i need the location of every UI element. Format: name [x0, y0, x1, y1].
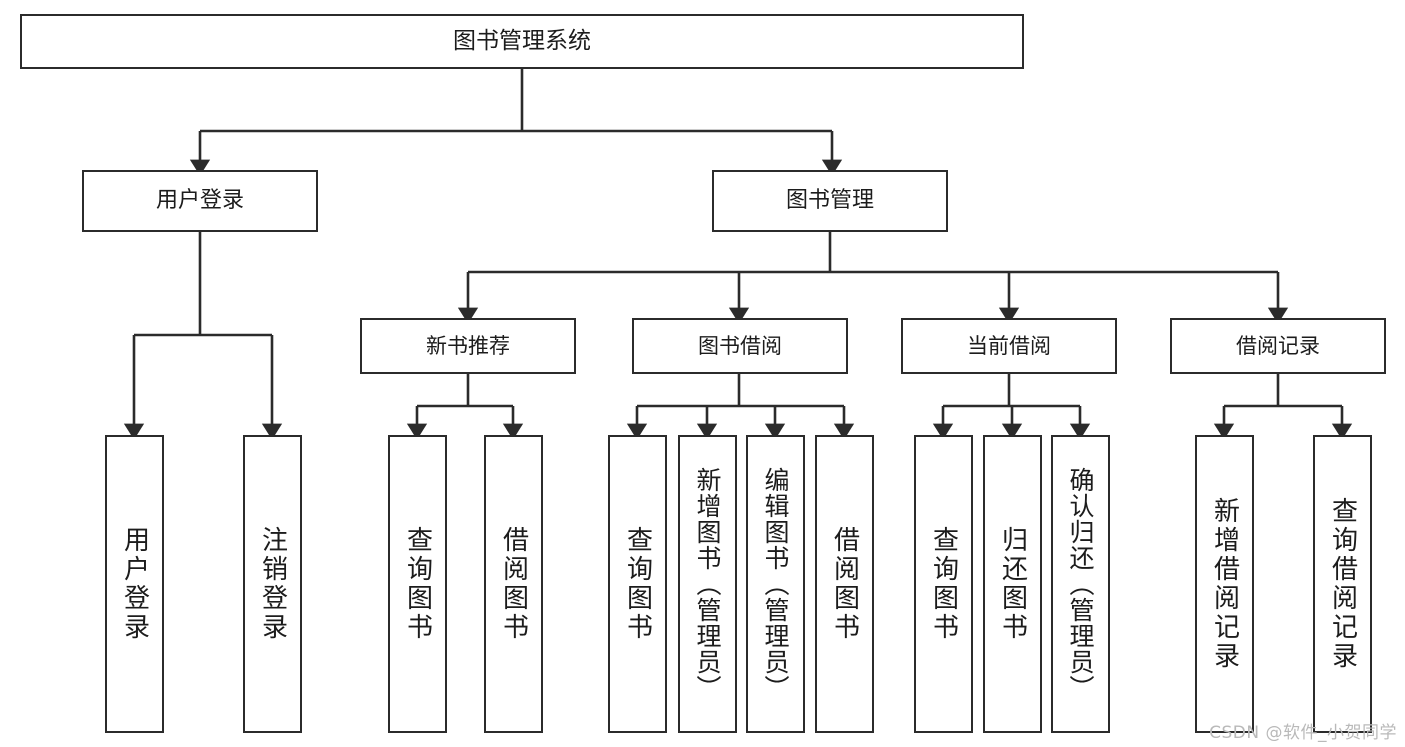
node-leaf-user-login[interactable]: 用户登录 — [105, 435, 164, 733]
node-user-login-label: 用户登录 — [155, 188, 244, 214]
node-root[interactable]: 图书管理系统 — [20, 14, 1024, 69]
node-leaf-query-book-1-label: 查询图书 — [402, 526, 433, 642]
node-leaf-query-book-1[interactable]: 查询图书 — [388, 435, 447, 733]
node-leaf-return-book[interactable]: 归还图书 — [983, 435, 1042, 733]
node-book-borrow[interactable]: 图书借阅 — [632, 318, 848, 374]
node-leaf-return-book-label: 归还图书 — [997, 526, 1028, 642]
node-leaf-add-record[interactable]: 新增借阅记录 — [1195, 435, 1254, 733]
node-borrow-record[interactable]: 借阅记录 — [1170, 318, 1386, 374]
node-leaf-query-book-3-label: 查询图书 — [928, 526, 959, 642]
node-leaf-add-book[interactable]: 新增图书（管理员） — [678, 435, 737, 733]
node-leaf-add-record-label: 新增借阅记录 — [1209, 497, 1240, 671]
node-book-management-label: 图书管理 — [785, 188, 874, 214]
node-leaf-query-book-2-label: 查询图书 — [622, 526, 653, 642]
node-leaf-logout[interactable]: 注销登录 — [243, 435, 302, 733]
node-leaf-confirm-return-label: 确认归还（管理员） — [1066, 467, 1095, 701]
node-current-borrow-label: 当前借阅 — [967, 333, 1051, 358]
node-leaf-edit-book-label: 编辑图书（管理员） — [761, 467, 790, 701]
node-leaf-add-book-label: 新增图书（管理员） — [693, 467, 722, 701]
node-root-label: 图书管理系统 — [453, 27, 591, 54]
node-current-borrow[interactable]: 当前借阅 — [901, 318, 1117, 374]
node-leaf-edit-book[interactable]: 编辑图书（管理员） — [746, 435, 805, 733]
node-new-book-recommend[interactable]: 新书推荐 — [360, 318, 576, 374]
node-new-book-recommend-label: 新书推荐 — [426, 333, 510, 358]
node-leaf-borrow-book-1-label: 借阅图书 — [498, 526, 529, 642]
node-leaf-query-book-2[interactable]: 查询图书 — [608, 435, 667, 733]
node-leaf-query-record[interactable]: 查询借阅记录 — [1313, 435, 1372, 733]
node-leaf-query-book-3[interactable]: 查询图书 — [914, 435, 973, 733]
node-leaf-borrow-book-2-label: 借阅图书 — [829, 526, 860, 642]
node-leaf-query-record-label: 查询借阅记录 — [1327, 497, 1358, 671]
node-leaf-confirm-return[interactable]: 确认归还（管理员） — [1051, 435, 1110, 733]
node-leaf-borrow-book-1[interactable]: 借阅图书 — [484, 435, 543, 733]
node-leaf-logout-label: 注销登录 — [257, 526, 288, 642]
csdn-watermark: CSDN @软件_小贺同学 — [1209, 723, 1397, 743]
node-user-login[interactable]: 用户登录 — [82, 170, 318, 232]
node-leaf-borrow-book-2[interactable]: 借阅图书 — [815, 435, 874, 733]
node-book-management[interactable]: 图书管理 — [712, 170, 948, 232]
node-borrow-record-label: 借阅记录 — [1236, 333, 1320, 358]
node-book-borrow-label: 图书借阅 — [698, 333, 782, 358]
node-leaf-user-login-label: 用户登录 — [119, 526, 150, 642]
